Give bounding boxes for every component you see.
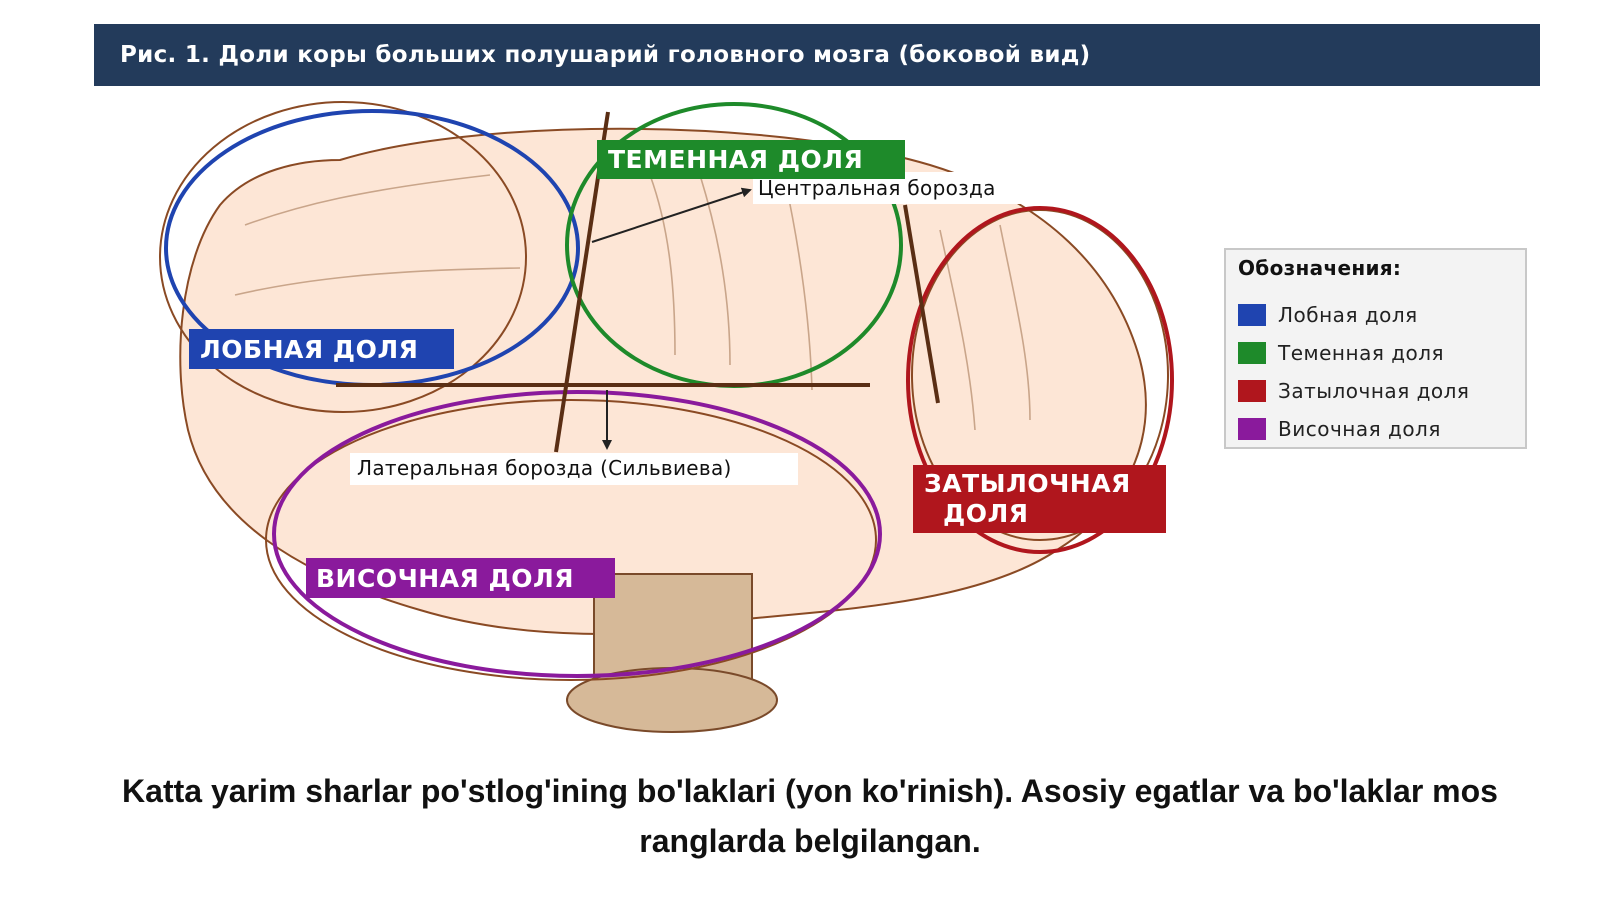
- occipital-lobe-label-line2: ДОЛЯ: [943, 499, 1029, 528]
- legend-item-occipital: Затылочная доля: [1238, 372, 1525, 410]
- brain-outline: [179, 127, 1147, 635]
- occipital-lobe-label-box: [913, 465, 1166, 533]
- legend-swatch-frontal: [1238, 304, 1266, 326]
- parieto-occipital-sulcus-line: [903, 204, 940, 404]
- legend-label-occipital: Затылочная доля: [1278, 379, 1470, 403]
- legend-item-parietal: Теменная доля: [1238, 334, 1525, 372]
- temporal-lobe-label: ВИСОЧНАЯ ДОЛЯ: [316, 564, 574, 593]
- legend-item-temporal: Височная доля: [1238, 410, 1525, 448]
- temporal-lobe-label-box: [306, 558, 615, 598]
- legend-label-frontal: Лобная доля: [1278, 303, 1418, 327]
- legend-swatch-occipital: [1238, 380, 1266, 402]
- frontal-lobe-label-box: [189, 329, 454, 369]
- legend-swatch-parietal: [1238, 342, 1266, 364]
- parietal-lobe-label-box: [597, 140, 905, 179]
- temporal-lobe-outline: [265, 399, 877, 681]
- central-sulcus-label: Центральная борозда: [758, 176, 996, 200]
- legend-item-frontal: Лобная доля: [1238, 296, 1525, 334]
- figure-title-bar: Рис. 1. Доли коры больших полушарий голо…: [94, 24, 1540, 86]
- gyri-lines: [234, 174, 1031, 431]
- caption: Katta yarim sharlar po'stlog'ining bo'la…: [122, 773, 1498, 859]
- figure-title: Рис. 1. Доли коры больших полушарий голо…: [120, 42, 1091, 68]
- occipital-lobe-label-line1: ЗАТЫЛОЧНАЯ: [924, 469, 1131, 498]
- temporal-lobe-highlight: [272, 390, 882, 678]
- legend-title: Обозначения:: [1238, 256, 1402, 280]
- lateral-sulcus-label: Латеральная борозда (Сильвиева): [357, 456, 732, 480]
- legend: Обозначения: Лобная доля Теменная доля З…: [1224, 248, 1527, 449]
- frontal-lobe-outline: [159, 101, 527, 413]
- legend-label-parietal: Теменная доля: [1278, 341, 1445, 365]
- legend-label-temporal: Височная доля: [1278, 417, 1441, 441]
- legend-swatch-temporal: [1238, 418, 1266, 440]
- central-sulcus-arrow: [591, 187, 752, 243]
- occipital-lobe-highlight: [906, 206, 1174, 554]
- frontal-lobe-label: ЛОБНАЯ ДОЛЯ: [200, 335, 418, 364]
- parietal-lobe-label: ТЕМЕННАЯ ДОЛЯ: [608, 145, 863, 174]
